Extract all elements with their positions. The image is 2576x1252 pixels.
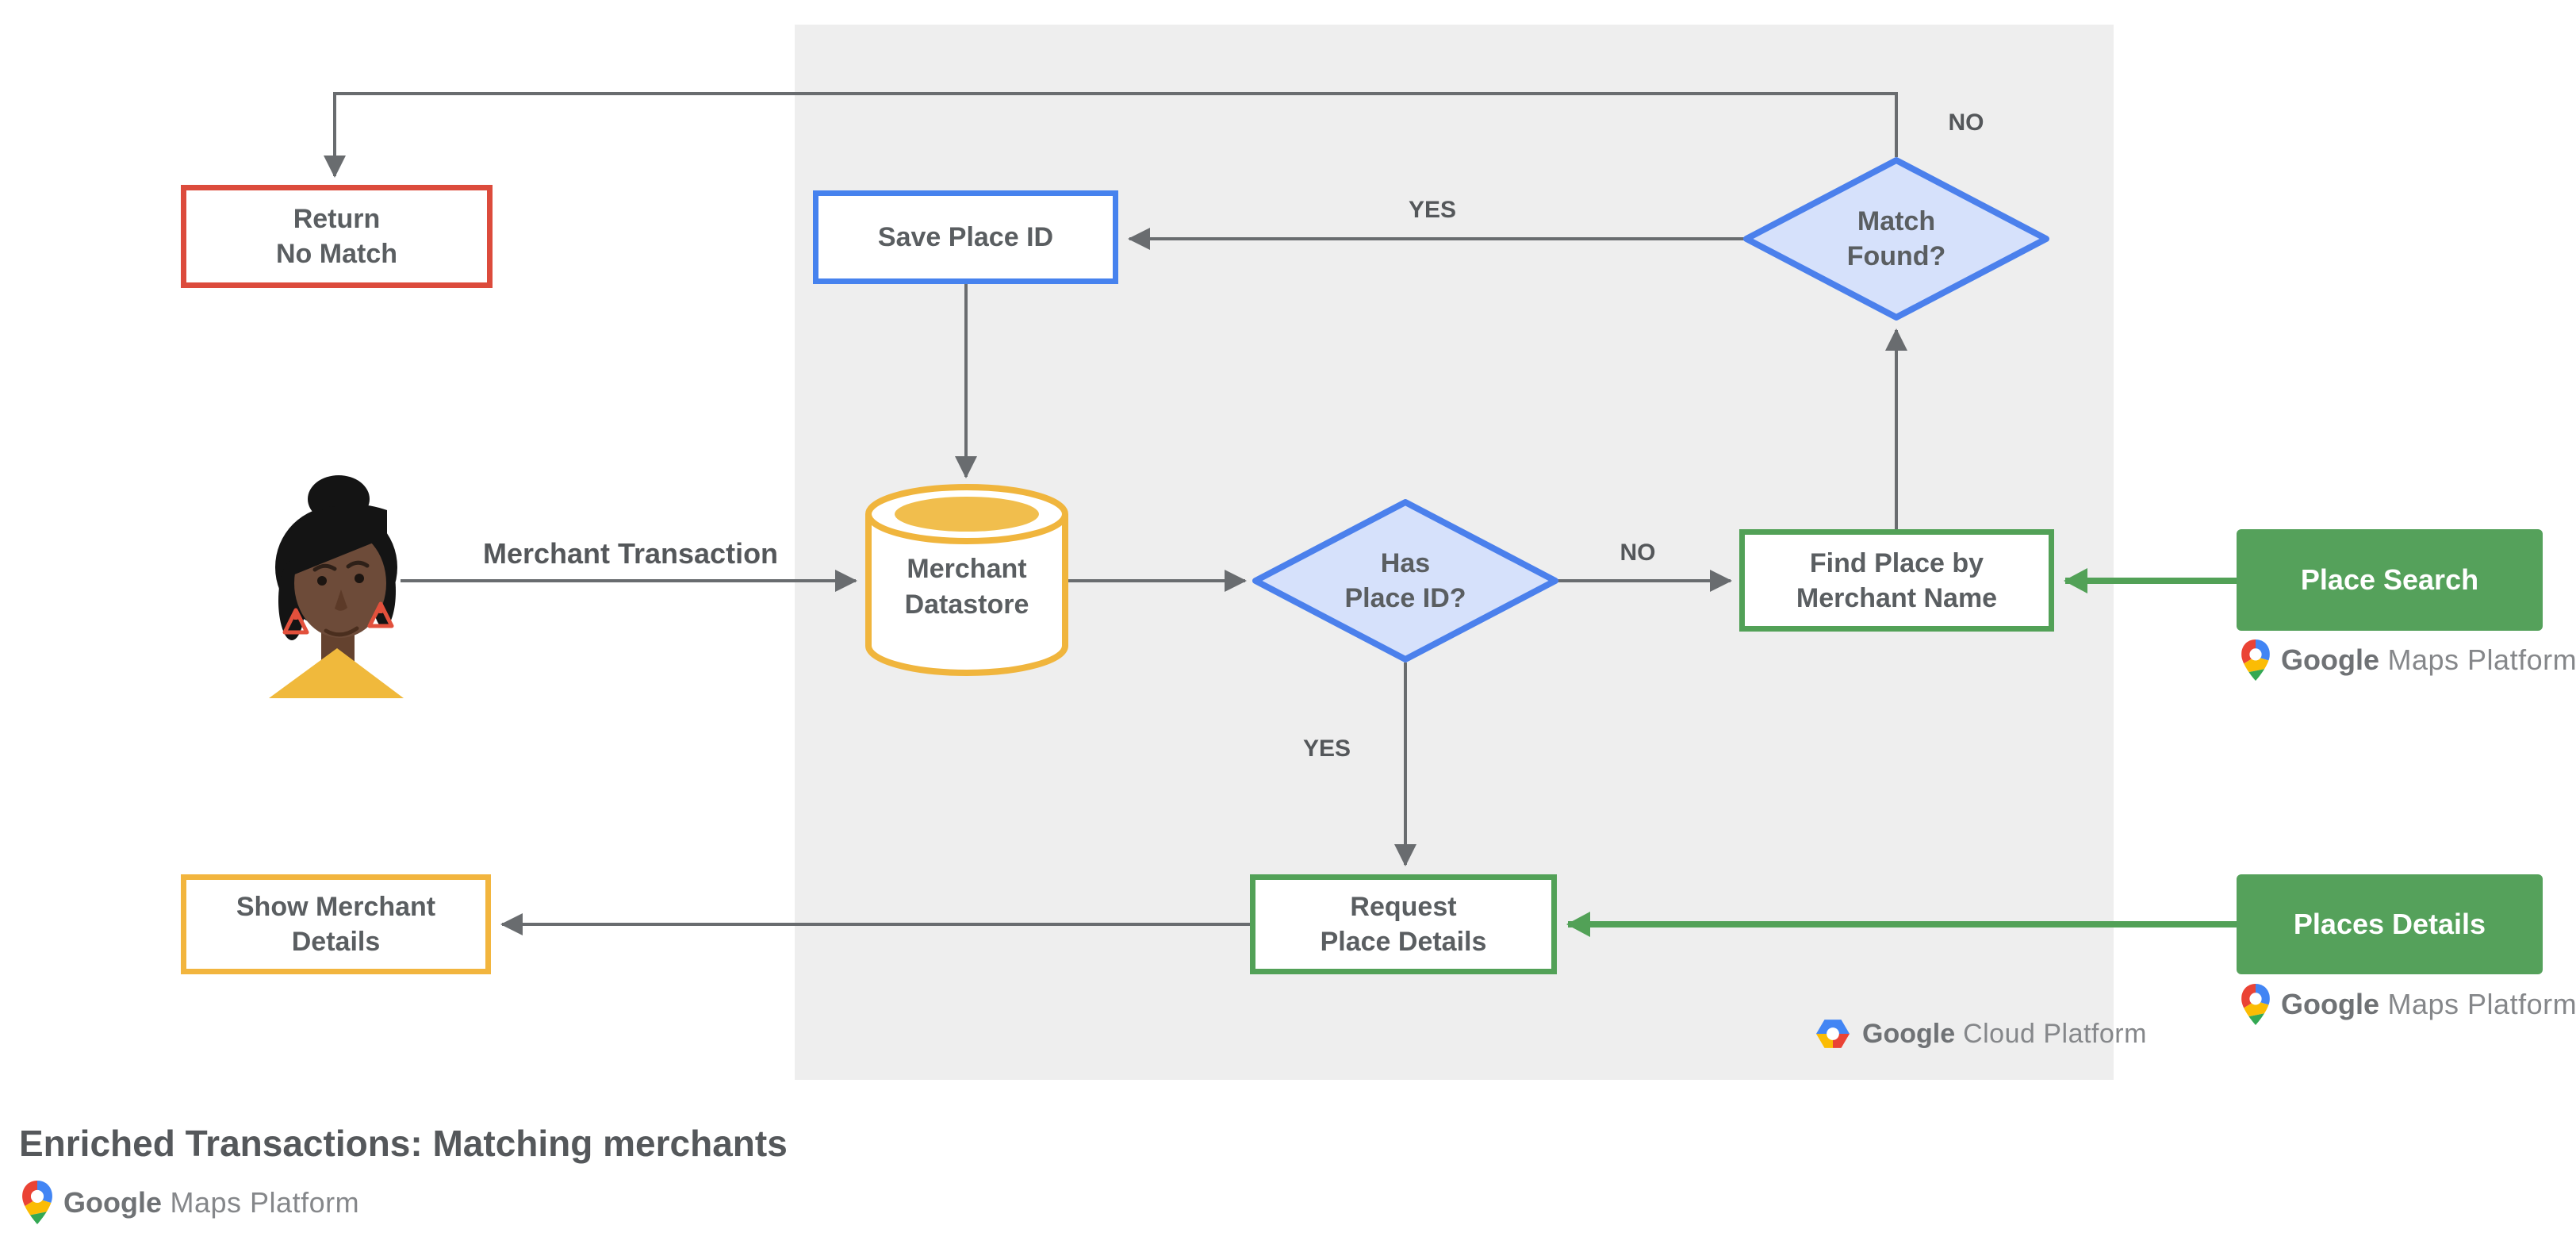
logo-product-text: Maps Platform bbox=[2387, 643, 2576, 676]
node-label: Found? bbox=[1846, 241, 1946, 271]
maps-platform-logo: Google Maps Platform bbox=[2241, 639, 2576, 681]
logo-product-text: Maps Platform bbox=[170, 1185, 360, 1219]
flow-node-place-search-api: Place Search bbox=[2237, 529, 2543, 631]
maps-pin-icon bbox=[2241, 639, 2270, 681]
logo-brand-text: Google bbox=[2281, 988, 2379, 1020]
cloud-hexagon-icon bbox=[1816, 1020, 1850, 1048]
node-label: Show Merchant bbox=[236, 892, 436, 922]
node-label: Place Search bbox=[2300, 563, 2479, 596]
node-label: Merchant Name bbox=[1796, 582, 1998, 613]
logo-product-text: Maps Platform bbox=[2387, 988, 2576, 1020]
logo-product-text: Cloud Platform bbox=[1963, 1018, 2147, 1049]
flow-node-places-details-api: Places Details bbox=[2237, 874, 2543, 974]
merchant-user-avatar bbox=[266, 464, 408, 698]
flow-node-find-place-by-merchant-name: Find Place by Merchant Name bbox=[1739, 529, 2054, 632]
maps-pin-icon bbox=[22, 1181, 52, 1224]
node-label: Places Details bbox=[2293, 908, 2486, 940]
flow-node-match-found: Match Found? bbox=[1742, 156, 2051, 322]
node-label: Place Details bbox=[1320, 927, 1487, 957]
edge-label-no-top: NO bbox=[1948, 109, 1984, 136]
edge-label-yes-mid: YES bbox=[1302, 735, 1351, 762]
logo-brand-text: Google bbox=[63, 1185, 162, 1219]
edge-label-merchant-transaction: Merchant Transaction bbox=[482, 537, 779, 570]
logo-brand-text: Google bbox=[2281, 643, 2379, 676]
node-label: Return bbox=[293, 204, 381, 234]
flow-node-save-place-id: Save Place ID bbox=[813, 190, 1118, 284]
flow-node-has-place-id: Has Place ID? bbox=[1251, 497, 1560, 664]
node-label: Match bbox=[1857, 206, 1936, 236]
node-label: No Match bbox=[276, 239, 397, 269]
node-label: Request bbox=[1350, 892, 1457, 922]
maps-platform-footer-logo: Google Maps Platform bbox=[22, 1181, 359, 1224]
node-label: Details bbox=[291, 927, 381, 957]
diamond-shape bbox=[1743, 157, 2049, 321]
diagram-title: Enriched Transactions: Matching merchant… bbox=[19, 1123, 788, 1164]
flow-node-show-merchant-details: Show Merchant Details bbox=[181, 874, 491, 974]
maps-platform-logo: Google Maps Platform bbox=[2241, 984, 2576, 1025]
datastore-cylinder-icon bbox=[865, 484, 1068, 676]
node-label: Merchant bbox=[907, 554, 1027, 584]
node-label: Save Place ID bbox=[877, 222, 1054, 252]
edge-label-no-mid: NO bbox=[1620, 540, 1656, 566]
flow-node-return-no-match: Return No Match bbox=[181, 185, 493, 288]
logo-brand-text: Google bbox=[1862, 1018, 1956, 1049]
arrow-no-match-found-to-return bbox=[324, 92, 1898, 178]
flow-node-request-place-details: Request Place Details bbox=[1250, 874, 1557, 974]
cloud-platform-logo: Google Cloud Platform bbox=[1815, 1017, 2147, 1050]
edge-label-yes-top: YES bbox=[1408, 197, 1457, 223]
flow-node-merchant-datastore: Merchant Datastore bbox=[861, 482, 1073, 678]
person-icon bbox=[269, 475, 404, 698]
node-label: Has bbox=[1380, 548, 1431, 578]
diamond-shape bbox=[1252, 499, 1558, 662]
node-label: Find Place by bbox=[1809, 547, 1984, 578]
node-label: Place ID? bbox=[1344, 583, 1466, 613]
node-label: Datastore bbox=[904, 590, 1029, 620]
maps-pin-icon bbox=[2241, 984, 2270, 1025]
